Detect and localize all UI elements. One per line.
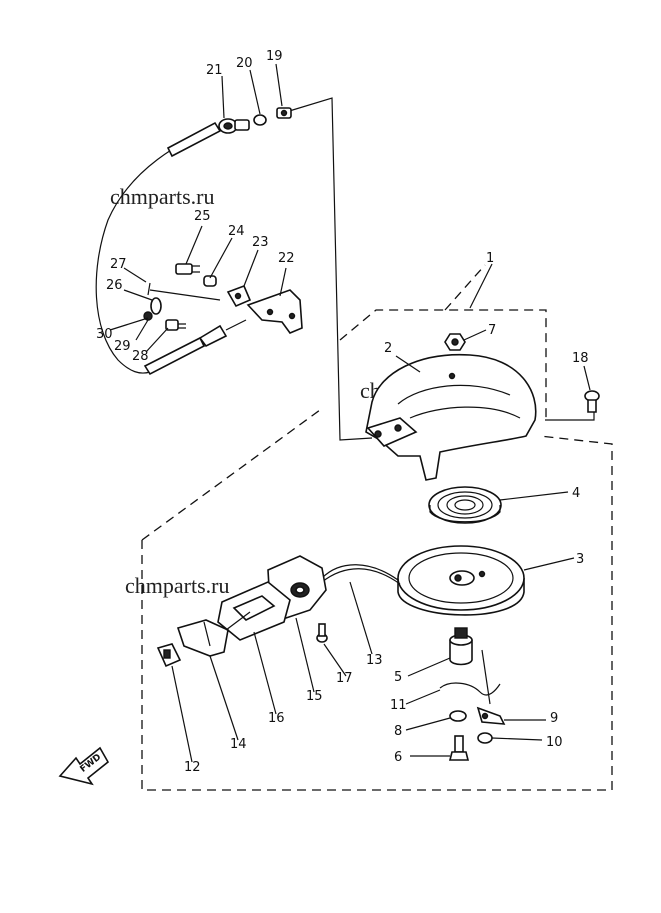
callout-label: 12 [184, 760, 201, 775]
fwd-arrow-icon: FWD [58, 746, 110, 786]
callout-label: 7 [488, 323, 496, 338]
nut-part [444, 333, 466, 351]
bolt-part [165, 319, 186, 331]
choke-bracket-part [246, 289, 303, 334]
callout-label: 21 [206, 63, 223, 78]
callout-label: 26 [106, 278, 123, 293]
return-spring-part [439, 682, 501, 696]
callout-label: 27 [110, 257, 127, 272]
callout-label: 24 [228, 224, 245, 239]
screw-part [175, 263, 200, 275]
callout-label: 16 [268, 711, 285, 726]
handle-stopper-part [156, 643, 182, 668]
seal-part [217, 581, 291, 641]
callout-label: 1 [486, 251, 494, 266]
callout-label: 14 [230, 737, 247, 752]
leader-lines [109, 63, 591, 763]
callout-label: 22 [278, 251, 295, 266]
screw-part [316, 623, 328, 643]
callout-label: 10 [546, 735, 563, 750]
callout-label: 15 [306, 689, 323, 704]
callout-label: 11 [390, 698, 407, 713]
callouts: 1 2 3 4 5 6 7 8 9 10 11 12 13 14 15 16 1… [96, 49, 589, 775]
spiral-spring-part [428, 486, 502, 524]
callout-label: 3 [576, 552, 584, 567]
collar-part [203, 275, 217, 287]
callout-label: 6 [394, 750, 402, 765]
callout-label: 30 [96, 327, 113, 342]
drive-pawl-part [476, 706, 506, 725]
starter-housing-part [365, 353, 537, 481]
link-part [143, 282, 221, 321]
choke-cable [95, 97, 373, 441]
callout-label: 5 [394, 670, 402, 685]
callout-label: 23 [252, 235, 269, 250]
callout-label: 28 [132, 349, 149, 364]
callout-label: 25 [194, 209, 211, 224]
drive-spring-part [449, 627, 473, 666]
callout-label: 18 [572, 351, 589, 366]
callout-label: 20 [236, 56, 253, 71]
callout-label: 19 [266, 49, 283, 64]
callout-label: 9 [550, 711, 558, 726]
callout-label: 8 [394, 724, 402, 739]
collar-part [253, 114, 267, 126]
cable-end-part [198, 319, 247, 348]
cable-holder-part [218, 118, 250, 134]
callout-label: 17 [336, 671, 353, 686]
choke-lever-part [226, 284, 252, 308]
callout-label: 13 [366, 653, 383, 668]
watermark: chmparts.ru [125, 573, 229, 598]
callout-label: 2 [384, 341, 392, 356]
assembly-outline [141, 264, 613, 791]
washer-part [477, 732, 493, 744]
bolt-part [448, 735, 470, 761]
starter-rope [321, 564, 399, 581]
bolt-part [545, 390, 600, 421]
sheave-drum-part [397, 545, 525, 616]
washer-part [449, 710, 467, 722]
watermark: chmparts.ru [110, 184, 214, 209]
callout-label: 29 [114, 339, 131, 354]
nipple-part [276, 107, 292, 119]
starter-handle-part [176, 611, 251, 657]
callout-label: 4 [572, 486, 580, 501]
